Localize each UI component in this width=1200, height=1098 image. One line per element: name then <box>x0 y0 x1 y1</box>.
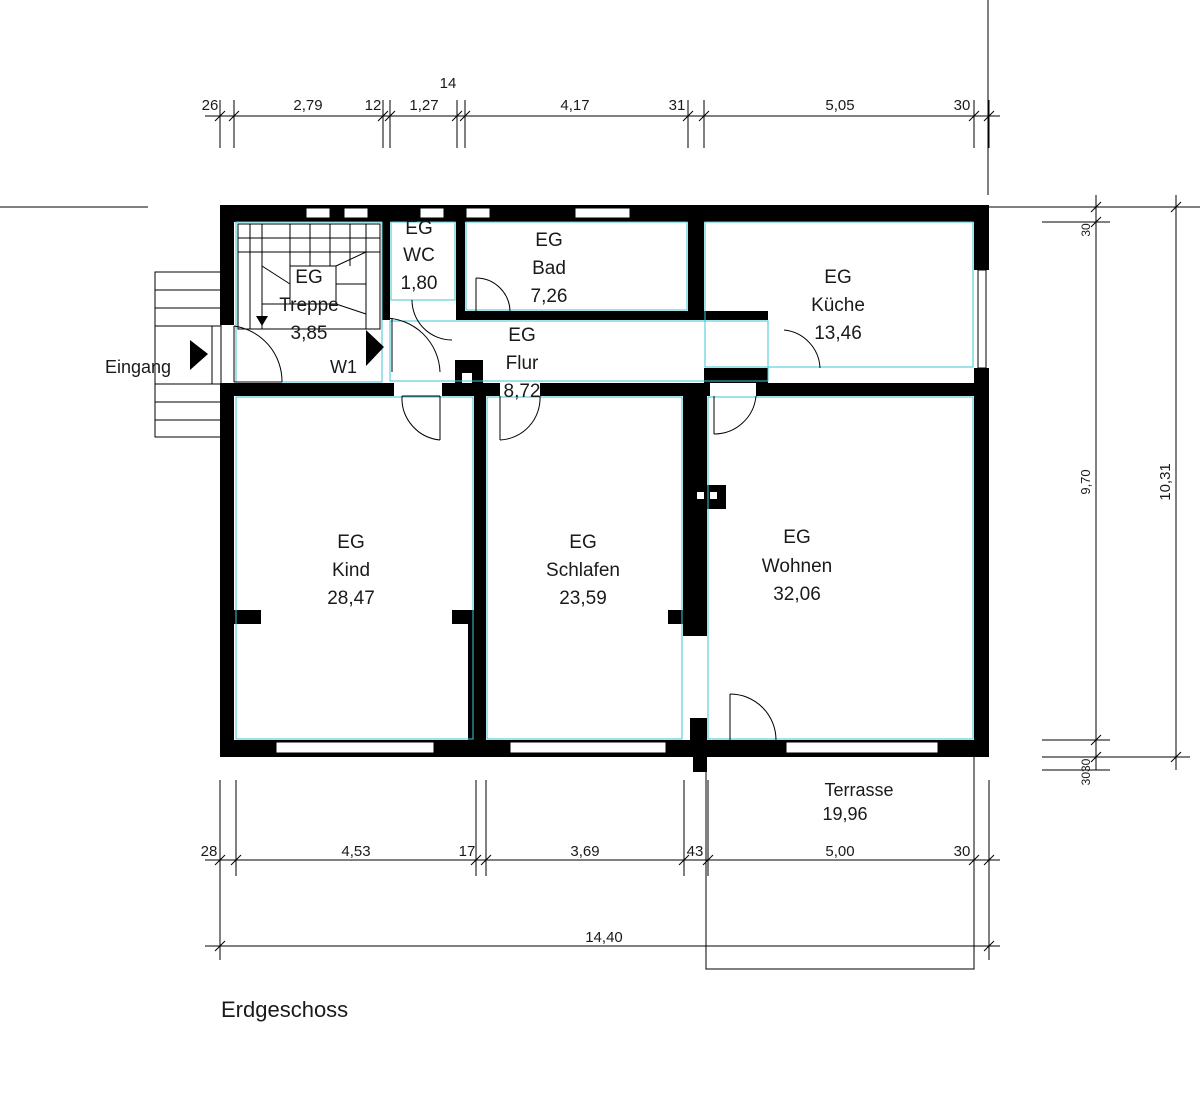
treppe-level: EG <box>295 267 322 288</box>
room-label-kueche: EG Küche 13,46 <box>811 267 865 344</box>
room-label-bad: EG Bad 7,26 <box>531 230 568 307</box>
wc-name: WC <box>403 245 435 266</box>
dim-overall-width: 14,40 <box>585 929 623 946</box>
kind-area: 28,47 <box>327 588 375 609</box>
outer-walls <box>220 205 989 757</box>
dim-top-3: 1,27 <box>409 97 438 114</box>
dim-top-1: 2,79 <box>293 97 322 114</box>
doors <box>233 277 821 741</box>
staircase <box>237 223 381 330</box>
room-label-treppe: EG Treppe 3,85 <box>279 267 339 344</box>
schlafen-name: Schlafen <box>546 560 620 581</box>
dim-bottom-2: 17 <box>459 843 476 860</box>
dim-right-total: 10,31 <box>1157 463 1174 501</box>
dim-bottom-4: 43 <box>687 843 704 860</box>
dim-bottom-6: 30 <box>954 843 971 860</box>
kueche-name: Küche <box>811 295 865 316</box>
entrance-markers <box>190 330 384 370</box>
bad-area: 7,26 <box>531 286 568 307</box>
dim-top-0: 26 <box>202 97 219 114</box>
wohnen-area: 32,06 <box>773 584 821 605</box>
dim-top-8: 30 <box>954 97 971 114</box>
dim-right-0: 30 <box>1079 223 1093 237</box>
room-label-flur: EG Flur 8,72 <box>504 325 541 402</box>
entrance-label: Eingang <box>105 357 171 377</box>
dim-bottom-5: 5,00 <box>825 843 854 860</box>
wohnen-name: Wohnen <box>762 556 832 577</box>
room-label-wohnen: EG Wohnen 32,06 <box>762 527 832 605</box>
dim-right-2: 3030 <box>1079 758 1093 785</box>
dim-top-7: 5,05 <box>825 97 854 114</box>
dimension-overall: 14,40 <box>205 929 1000 952</box>
bad-level: EG <box>535 230 562 251</box>
terrasse-area: 19,96 <box>822 804 867 824</box>
window-w1-label: W1 <box>330 357 357 377</box>
dimension-right: 30 9,70 3030 10,31 <box>1042 195 1190 785</box>
kueche-area: 13,46 <box>814 323 862 344</box>
room-label-wc: EG WC 1,80 <box>401 218 438 294</box>
treppe-name: Treppe <box>279 295 339 316</box>
dim-top-6: 31 <box>669 97 686 114</box>
wc-area: 1,80 <box>401 273 438 294</box>
window-w1-arrow-icon <box>366 330 384 366</box>
dim-bottom-3: 3,69 <box>570 843 599 860</box>
kueche-level: EG <box>824 267 851 288</box>
room-label-terrasse: Terrasse 19,96 <box>822 780 893 824</box>
schlafen-area: 23,59 <box>559 588 607 609</box>
kind-level: EG <box>337 532 364 553</box>
dim-bottom-1: 4,53 <box>341 843 370 860</box>
wohnen-level: EG <box>783 527 810 548</box>
flur-area: 8,72 <box>504 381 541 402</box>
wc-level: EG <box>405 218 432 239</box>
dim-right-1: 9,70 <box>1078 469 1093 494</box>
schlafen-level: EG <box>569 532 596 553</box>
bad-name: Bad <box>532 258 566 279</box>
entrance-steps <box>154 271 222 438</box>
dim-bottom-0: 28 <box>201 843 218 860</box>
construction-lines <box>0 0 1200 208</box>
windows <box>275 207 987 754</box>
kind-name: Kind <box>332 560 370 581</box>
dim-top-4: 14 <box>440 75 457 92</box>
page-title: Erdgeschoss <box>221 997 348 1022</box>
terrasse-name: Terrasse <box>824 780 893 800</box>
dimension-bottom: 28 4,53 17 3,69 43 5,00 30 <box>201 780 1000 960</box>
room-label-schlafen: EG Schlafen 23,59 <box>546 532 620 609</box>
finish-lines <box>235 221 974 740</box>
entrance-arrow-icon <box>190 340 208 370</box>
room-label-kind: EG Kind 28,47 <box>327 532 375 609</box>
dimension-top: 26 2,79 12 1,27 14 4,17 31 5,05 30 <box>202 75 1000 148</box>
treppe-area: 3,85 <box>291 323 328 344</box>
flur-level: EG <box>508 325 535 346</box>
flur-name: Flur <box>506 353 539 374</box>
dim-top-2: 12 <box>365 97 382 114</box>
dim-top-5: 4,17 <box>560 97 589 114</box>
